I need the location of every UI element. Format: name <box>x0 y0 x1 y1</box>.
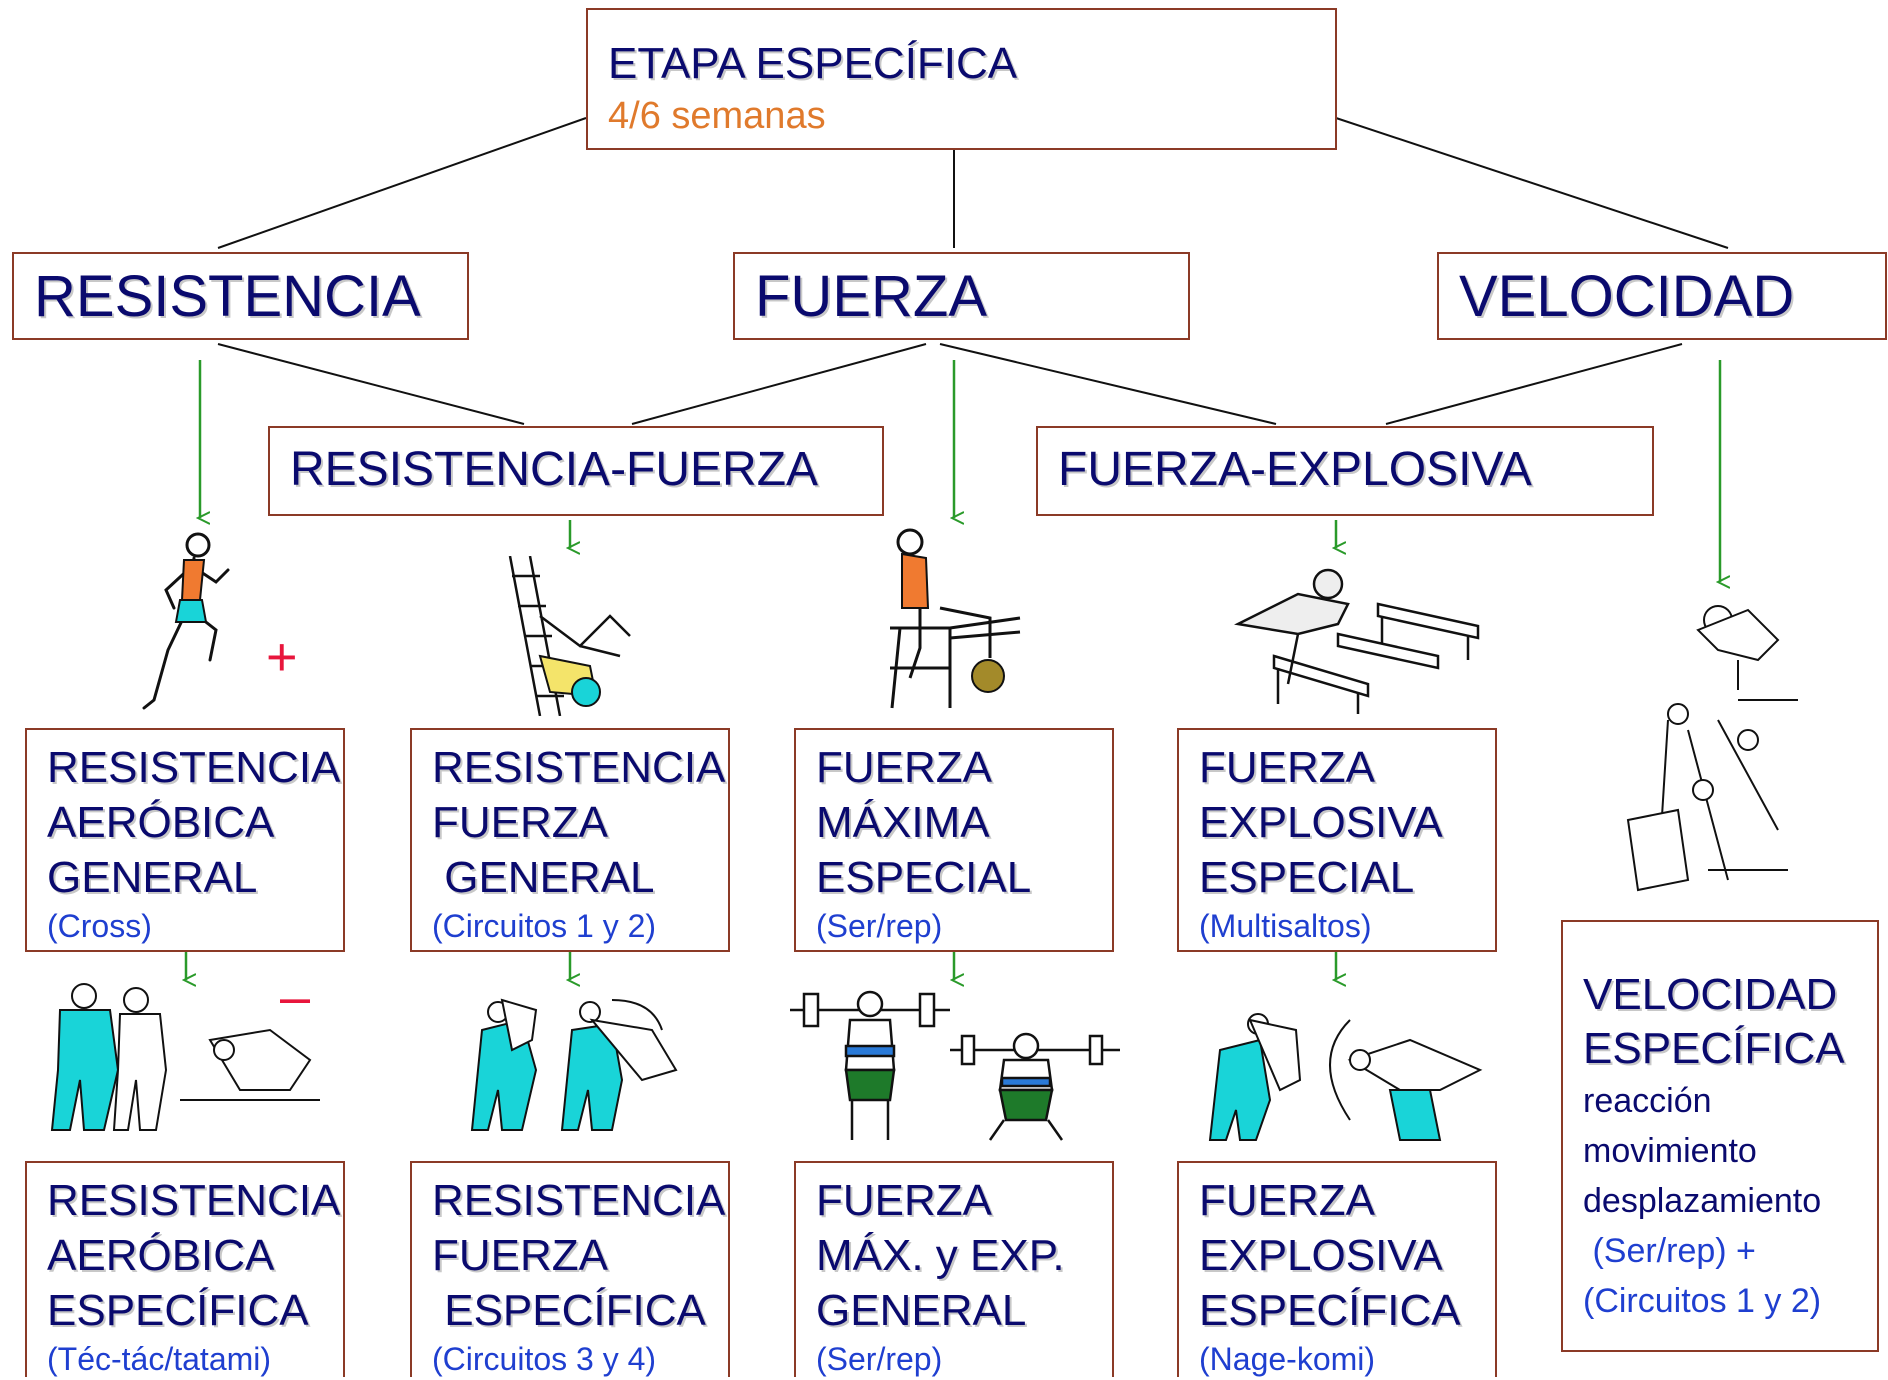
weightlifting-illustration <box>790 990 1120 1141</box>
card-resistencia-fuerza-general: RESISTENCIA FUERZA GENERAL (Circuitos 1 … <box>410 728 730 952</box>
card-line: RESISTENCIA <box>47 743 341 792</box>
card-note: (Multisaltos) <box>1199 908 1372 944</box>
velocidad-box: VELOCIDAD <box>1437 252 1887 340</box>
card-line: RESISTENCIA <box>432 1176 726 1225</box>
card-note: (Nage-komi) <box>1199 1341 1376 1377</box>
card-velocidad-especifica: VELOCIDAD ESPECÍFICA reacción movimiento… <box>1561 920 1879 1352</box>
card-line: FUERZA <box>816 1176 992 1225</box>
resistencia-label: RESISTENCIA <box>34 264 421 329</box>
card-line: ESPECÍFICA <box>47 1286 309 1335</box>
card-line: GENERAL <box>816 1286 1027 1335</box>
card-line: desplazamiento <box>1583 1182 1822 1220</box>
judo-pair-illustration <box>50 983 320 1131</box>
card-line: ESPECÍFICA <box>1199 1286 1461 1335</box>
card-line: movimiento <box>1583 1132 1757 1170</box>
card-line: FUERZA <box>432 798 608 847</box>
card-line: FUERZA <box>432 1231 608 1280</box>
plus-symbol: + <box>266 627 298 687</box>
card-note: (Ser/rep) + <box>1583 1232 1756 1270</box>
line-top-to-resistencia <box>217 117 587 249</box>
card-line: FUERZA <box>816 743 992 792</box>
card-line: FUERZA <box>1199 743 1375 792</box>
fuerza-label: FUERZA <box>755 264 987 329</box>
minus-symbol: – <box>280 967 311 1027</box>
card-note: (Ser/rep) <box>816 908 943 944</box>
card-line: VELOCIDAD <box>1583 970 1838 1019</box>
card-line: GENERAL <box>432 853 655 902</box>
throw-sequence-illustration <box>470 998 678 1131</box>
card-line: FUERZA <box>1199 1176 1375 1225</box>
card-line: EXPLOSIVA <box>1199 1231 1443 1280</box>
card-fuerza-explosiva-especifica: FUERZA EXPLOSIVA ESPECÍFICA (Nage-komi) <box>1177 1161 1497 1377</box>
card-line: ESPECÍFICA <box>1583 1024 1845 1073</box>
card-line: reacción <box>1583 1082 1712 1120</box>
wall-bars-illustration <box>508 556 631 716</box>
etapa-title: ETAPA ESPECÍFICA <box>608 39 1018 88</box>
fuerza-explosiva-box: FUERZA-EXPLOSIVA <box>1036 426 1654 516</box>
card-fuerza-maxima-especial: FUERZA MÁXIMA ESPECIAL (Ser/rep) <box>794 728 1114 952</box>
line-velocidad-to-fe <box>1385 343 1683 425</box>
card-line: ESPECIAL <box>1199 853 1415 902</box>
card-line: ESPECÍFICA <box>432 1286 706 1335</box>
resistencia-fuerza-box: RESISTENCIA-FUERZA <box>268 426 884 516</box>
card-note: (Téc-tác/tatami) <box>47 1341 272 1377</box>
nage-komi-illustration <box>1208 1013 1483 1141</box>
card-line: ESPECIAL <box>816 853 1032 902</box>
card-note: (Ser/rep) <box>816 1341 943 1377</box>
line-fuerza-to-rf <box>631 343 927 425</box>
fuerza-explosiva-label: FUERZA-EXPLOSIVA <box>1058 443 1532 496</box>
line-top-to-velocidad <box>1335 117 1729 249</box>
card-resistencia-aerobica-especifica: RESISTENCIA AERÓBICA ESPECÍFICA (Téc-tác… <box>25 1161 345 1377</box>
speed-sequence-illustration <box>1626 605 1798 892</box>
card-line: GENERAL <box>47 853 258 902</box>
runner-illustration <box>142 532 230 710</box>
card-line: EXPLOSIVA <box>1199 798 1443 847</box>
line-fuerza-to-fe <box>939 343 1277 425</box>
card-line: AERÓBICA <box>47 1231 275 1280</box>
card-line: MÁX. y EXP. <box>816 1231 1065 1280</box>
card-note: (Circuitos 1 y 2) <box>432 908 657 944</box>
card-line: AERÓBICA <box>47 798 275 847</box>
resistencia-box: RESISTENCIA <box>12 252 469 340</box>
card-resistencia-aerobica-general: RESISTENCIA AERÓBICA GENERAL (Cross) <box>25 728 345 952</box>
leg-machine-illustration <box>890 528 1021 709</box>
card-resistencia-fuerza-especifica: RESISTENCIA FUERZA ESPECÍFICA (Circuitos… <box>410 1161 730 1377</box>
bench-jump-illustration <box>1234 568 1480 714</box>
line-resistencia-to-rf <box>217 343 525 425</box>
velocidad-label: VELOCIDAD <box>1459 264 1795 329</box>
card-note: (Circuitos 1 y 2) <box>1583 1282 1822 1320</box>
fuerza-box: FUERZA <box>733 252 1190 340</box>
card-fuerza-explosiva-especial: FUERZA EXPLOSIVA ESPECIAL (Multisaltos) <box>1177 728 1497 952</box>
etapa-weeks: 4/6 semanas <box>608 95 826 137</box>
card-line: RESISTENCIA <box>47 1176 341 1225</box>
card-fuerza-max-exp-general: FUERZA MÁX. y EXP. GENERAL (Ser/rep) <box>794 1161 1114 1377</box>
card-note: (Cross) <box>47 908 152 944</box>
etapa-especifica-box: ETAPA ESPECÍFICA 4/6 semanas <box>586 8 1337 150</box>
card-line: RESISTENCIA <box>432 743 726 792</box>
card-line: MÁXIMA <box>816 798 990 847</box>
card-note: (Circuitos 3 y 4) <box>432 1341 657 1377</box>
resistencia-fuerza-label: RESISTENCIA-FUERZA <box>290 443 819 496</box>
